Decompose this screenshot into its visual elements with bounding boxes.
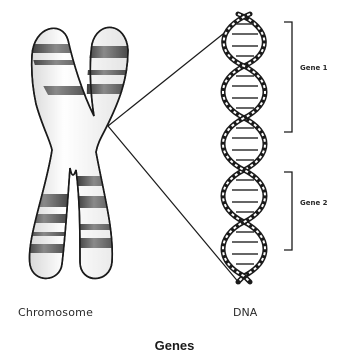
- gene-1-label: Gene 1: [300, 64, 328, 72]
- connector-line-bottom: [108, 126, 240, 284]
- chromosome-label: Chromosome: [18, 306, 93, 319]
- gene-2-label: Gene 2: [300, 199, 328, 207]
- gene-1-bracket: [284, 22, 292, 132]
- chromosome: [20, 27, 140, 278]
- connector-line-top: [108, 22, 238, 126]
- gene-2-bracket: [284, 172, 292, 250]
- diagram-title: Genes: [0, 338, 349, 353]
- chromosome-body: [29, 27, 128, 278]
- dna-helix: [223, 14, 265, 282]
- dna-label: DNA: [233, 306, 257, 319]
